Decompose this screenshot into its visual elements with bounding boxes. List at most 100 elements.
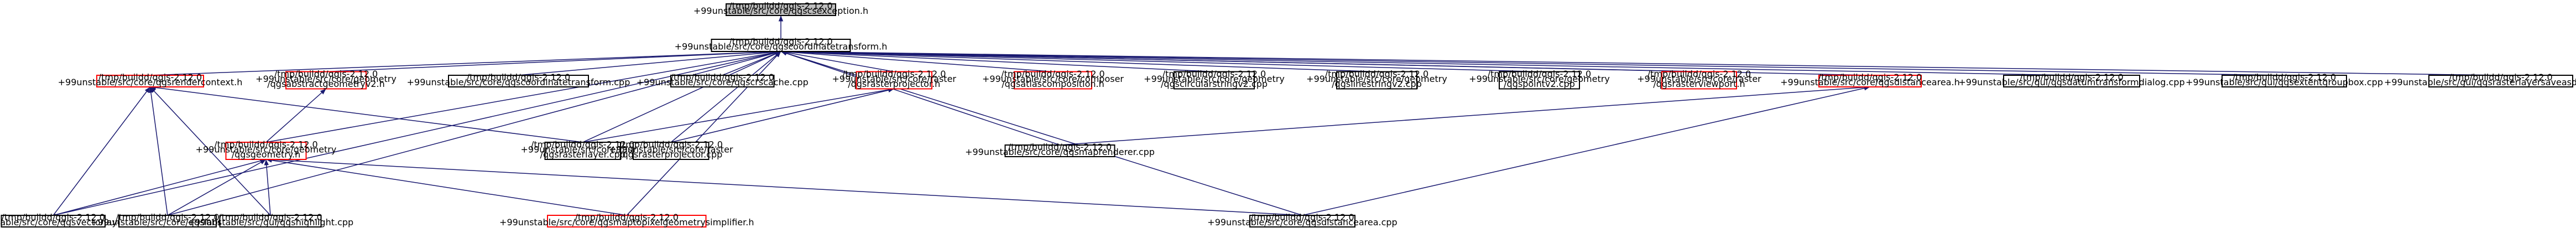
node-label-line: +99unstable/src/core/raster [609,144,733,155]
edge [780,49,2285,76]
node-label-line: +99unstable/src/core/qgsmaprenderer.cpp [965,147,1155,157]
node-label-line: /qgsgeometry.h [232,149,301,160]
node-qgsrasterlayer-cpp[interactable]: /tmp/buildd/qgis-2.12.0+99unstable/src/c… [520,139,645,160]
node-label-line: +99unstable/src/gui/qgsdatumtransformdia… [1958,77,2184,87]
edge-qgsdatumtransformdialog_cpp-to-qgscoordinatetransform_h [780,49,2072,76]
node-label-line: /qgsabstractgeometryv2.h [267,79,384,89]
edge-qgsmaprenderer_cpp-to-qgscoordinatetransform_h [780,51,1060,146]
node-label-line: /tmp/buildd/qgis-2.12.0 [2020,72,2123,82]
node-qgsdistancearea-h[interactable]: /tmp/buildd/qgis-2.12.0+99unstable/src/c… [1780,72,1960,87]
edge-qgsrasterlayer_cpp-to-qgsmaprendercontext_h [150,85,583,143]
node-box [448,75,589,87]
node-label-line: +99unstable/src/core/raster [832,74,956,84]
edge [167,159,267,216]
node-label-line: +99unstable/src/core/geometry [255,74,397,84]
node-label-line: /tmp/buildd/qgis-2.12.0 [98,72,202,82]
node-label-line: /tmp/buildd/qgis-2.12.0 [2,212,105,223]
edge-qgscoordinatetransform_cpp-to-qgscoordinatetransform_h [518,49,781,76]
edge [265,158,627,216]
node-label-line: +99unstable/src/gui/qgshighlight.cpp [187,217,353,228]
edge-qgsatlascomposition_h-to-qgscoordinatetransform_h [780,49,1054,73]
node-qgscrscache-cpp[interactable]: /tmp/buildd/qgis-2.12.0+99unstable/src/c… [637,72,809,87]
node-qgslinestringv2-cpp[interactable]: /tmp/buildd/qgis-2.12.0+99unstable/src/c… [1306,69,1447,90]
edge-qgshighlight_cpp-to-qgsgeometry_h [264,159,271,216]
node-qgshighlight-cpp[interactable]: /tmp/buildd/qgis-2.12.0+99unstable/src/g… [187,212,353,228]
node-label-line: /tmp/buildd/qgis-2.12.0 [671,72,774,82]
node-qgscoordinatetransform-cpp[interactable]: /tmp/buildd/qgis-2.12.0+99unstable/src/c… [407,72,630,87]
node-qgscsexception-h[interactable]: /tmp/buildd/qgis-2.12.0+99unstable/src/c… [693,1,868,16]
node-label-line: /tmp/buildd/qgis-2.12.0 [2233,72,2336,82]
node-qgspointv2-cpp[interactable]: /tmp/buildd/qgis-2.12.0+99unstable/src/c… [1469,69,1610,90]
edge-qgsrasterlayer_cpp-to-qgsrasterprojector_h [582,87,894,143]
node-qgsdistancearea-cpp[interactable]: /tmp/buildd/qgis-2.12.0+99unstable/src/c… [1207,212,1397,228]
node-qgsdatumtransformdialog-cpp[interactable]: /tmp/buildd/qgis-2.12.0+99unstable/src/g… [1958,72,2185,87]
node-box [2222,75,2347,87]
node-label-line: +99unstable/src/core/qgsvectorlayer.cpp [0,217,144,228]
node-label-line: /tmp/buildd/qgis-2.12.0 [274,69,378,79]
node-label-line: +99unstable/src/gui/qgsextentgroupbox.cp… [2186,77,2383,87]
node-box [726,3,836,16]
node-qgsrasterprojector-cpp[interactable]: /tmp/buildd/qgis-2.12.0+99unstable/src/c… [609,139,733,160]
node-qgsmaptopixelgeometrysimplifier-h[interactable]: /tmp/buildd/qgis-2.12.0+99unstable/src/c… [499,212,754,228]
node-label-line: +99unstable/src/core/geometry [1469,74,1610,84]
node-qgsmaprendercontext-h[interactable]: /tmp/buildd/qgis-2.12.0+99unstable/src/c… [58,72,243,87]
node-qgsvectorlayer-cpp[interactable]: /tmp/buildd/qgis-2.12.0+99unstable/src/c… [0,212,144,228]
edge-qgsvectorlayer_cpp-to-qgsgeometry_h [53,158,267,216]
edge [780,49,2501,76]
node-label-line: +99unstable/src/core/geometry [1144,74,1285,84]
node-qgscoordinatetransform-h[interactable]: /tmp/buildd/qgis-2.12.0+99unstable/src/c… [675,37,888,52]
node-label-line: +99unstable/src/core/geometry [196,144,337,155]
node-label-line: +99unstable/src/core/qgscoordinatetransf… [407,77,630,87]
node-label-line: /tmp/buildd/qgis-2.12.0 [116,212,219,223]
node-label-line: +99unstable/src/core/qgsmaptopixelgeomet… [499,217,754,228]
node-label-line: +99unstable/src/core/geometry [1306,74,1447,84]
edge-qgslinestringv2_cpp-to-qgscoordinatetransform_h [780,49,1377,73]
edge-qgslabel_cpp-to-qgsgeometry_h [167,159,267,216]
node-label-line: /tmp/buildd/qgis-2.12.0 [2449,72,2552,82]
node-qgsrasterprojector-h[interactable]: /tmp/buildd/qgis-2.12.0+99unstable/src/c… [832,69,956,90]
node-qgsgeometry-h[interactable]: /tmp/buildd/qgis-2.12.0+99unstable/src/c… [196,139,337,160]
edge-qgsrasterlayersaveasdialog_cpp-to-qgscoordinatetransform_h [780,49,2501,76]
edge-qgscircularstringv2_cpp-to-qgscoordinatetransform_h [780,49,1214,73]
edge-qgsdistancearea_cpp-to-qgsgeometry_h [265,157,1303,216]
edge-qgshighlight_cpp-to-qgsmaprendercontext_h [149,86,271,216]
edge [1060,85,1870,146]
node-qgsextentgroupbox-cpp[interactable]: /tmp/buildd/qgis-2.12.0+99unstable/src/g… [2186,72,2383,87]
node-qgsrasterviewport-h[interactable]: /tmp/buildd/qgis-2.12.0+99unstable/src/c… [1637,69,1761,90]
node-qgsatlascomposition-h[interactable]: /tmp/buildd/qgis-2.12.0+99unstable/src/c… [982,69,1124,90]
node-label-line: /tmp/buildd/qgis-2.12.0 [1818,72,1922,82]
node-qgsrasterlayersaveasdialog-cpp[interactable]: /tmp/buildd/qgis-2.12.0+99unstable/src/g… [2384,72,2576,87]
node-qgsabstractgeometryv2-h[interactable]: /tmp/buildd/qgis-2.12.0+99unstable/src/c… [255,69,397,90]
node-label-line: /tmp/buildd/qgis-2.12.0 [1250,212,1354,223]
node-label-line: /qgsatlascomposition.h [1002,79,1104,89]
edge-qgsgeometry_h-to-qgsabstractgeometryv2_h [265,88,326,143]
edge [148,86,168,216]
edge-qgsdistancearea_cpp-to-qgsdistancearea_h [1302,86,1870,216]
node-box [225,142,307,160]
edge [265,88,326,143]
edge [722,51,781,76]
node-qgslabel-cpp[interactable]: /tmp/buildd/qgis-2.12.0+99unstable/src/c… [91,212,245,228]
edge-qgsmaptopixelgeometrysimplifier_h-to-qgsgeometry_h [265,158,627,216]
node-box [1174,71,1255,90]
node-box [544,142,621,160]
node-box [547,215,707,228]
edge [780,49,1540,73]
edge-qgsrasterlayer_cpp-to-qgscoordinatetransform_h [582,51,781,143]
node-label-line: +99unstable/src/core/qgslabel.cpp [91,217,245,228]
node-box [1499,71,1580,90]
node-label-line: +99unstable/src/core/raster [1637,74,1761,84]
node-box [2003,75,2140,87]
node-label-line: /tmp/buildd/qgis-2.12.0 [214,139,317,150]
edge [53,86,151,216]
node-qgscircularstringv2-cpp[interactable]: /tmp/buildd/qgis-2.12.0+99unstable/src/c… [1144,69,1285,90]
edge [671,87,894,143]
edge [780,49,1054,73]
edge [582,87,894,143]
node-qgsmaprenderer-cpp[interactable]: /tmp/buildd/qgis-2.12.0+99unstable/src/c… [965,142,1155,157]
edge [326,49,781,73]
edge [265,157,1303,216]
node-label-line: +99unstable/src/core/composer [982,74,1124,84]
edge [582,51,781,143]
node-box [118,215,217,228]
